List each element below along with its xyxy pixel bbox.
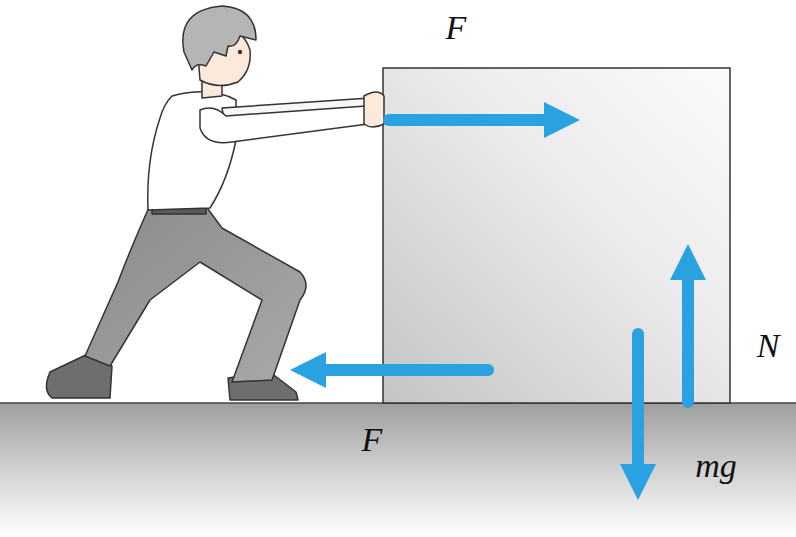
force-label: mg [695, 449, 737, 483]
arrowhead [670, 244, 706, 280]
force-label: F [362, 423, 383, 457]
force-label: F [446, 11, 467, 45]
box [383, 68, 730, 403]
weight-arrow [632, 334, 644, 466]
arrowhead [290, 352, 326, 388]
force-arrows [290, 102, 706, 500]
applied-force-arrow [389, 114, 548, 126]
boy-figure [46, 6, 384, 400]
force-label: N [757, 329, 780, 363]
arrowhead [620, 464, 656, 500]
arrowhead [544, 102, 580, 138]
normal-force-arrow [682, 276, 694, 402]
ground [0, 403, 796, 537]
reaction-force-arrow [322, 364, 488, 376]
